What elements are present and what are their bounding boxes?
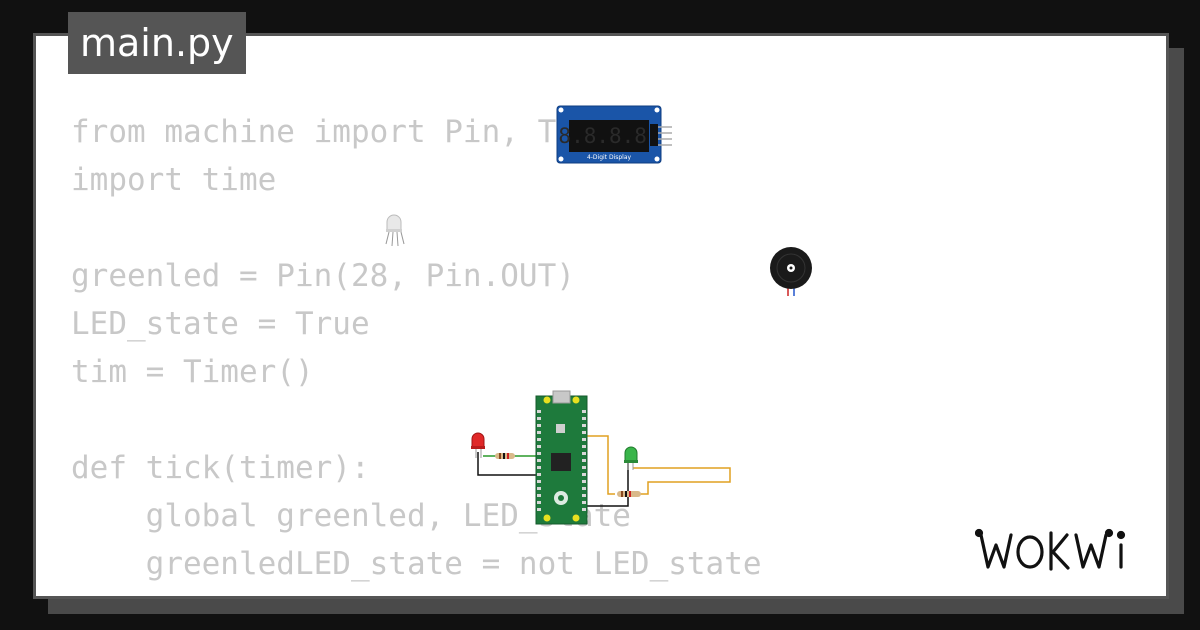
file-tab: main.py [68,12,246,74]
resistor-right[interactable] [617,491,641,497]
display-label: 4-Digit Display [587,154,632,161]
code-line-8: def tick(timer): [71,450,370,486]
resistor-left[interactable] [495,453,515,459]
rgb-led[interactable] [385,214,405,247]
code-line-2: import time [71,162,277,198]
wokwi-logo [975,528,1126,571]
code-line-6: tim = Timer() [71,354,314,390]
code-line-4: greenled = Pin(28, Pin.OUT) [71,258,575,294]
wires [477,435,731,507]
code-line-10: greenledLED_state = not LED_state [71,546,762,582]
buzzer[interactable] [770,247,812,296]
red-led[interactable] [471,432,485,458]
code-line-5: LED_state = True [71,306,370,342]
raspberry-pi-pico[interactable] [535,390,588,525]
four-digit-display[interactable]: 8.8.8.8. 4-Digit Display [556,105,672,164]
green-led[interactable] [624,446,638,470]
code-line-9: global greenled, LED_state [71,498,631,534]
display-digits: 8.8.8.8. [558,124,659,148]
code-line-11: led.value(LED_state) [71,588,762,596]
